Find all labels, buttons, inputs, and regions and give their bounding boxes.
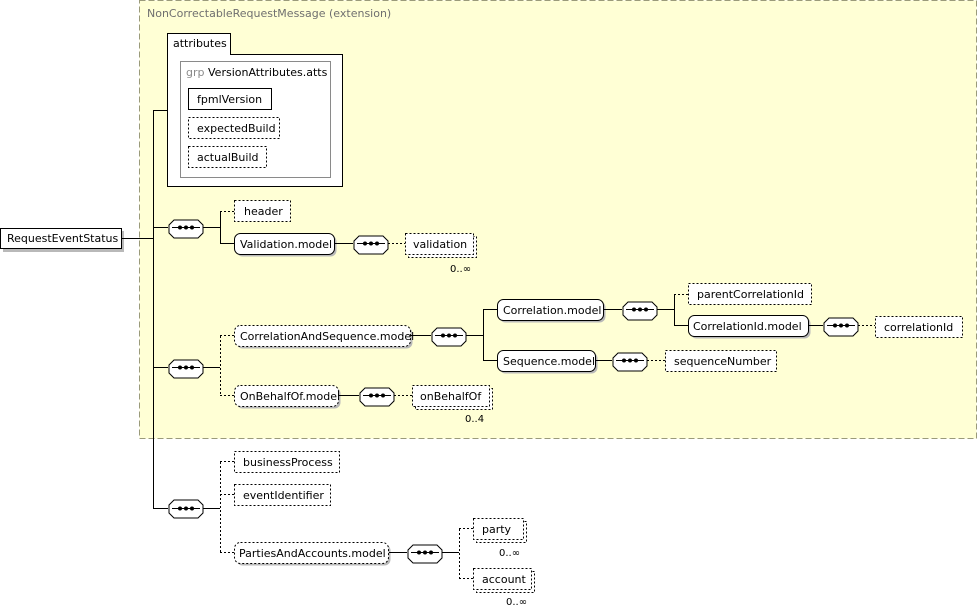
sequence-compositor-partiesandaccounts[interactable] — [407, 544, 443, 564]
attribute-actualbuild-label: actualBuild — [197, 151, 258, 164]
element-account-label: account — [482, 573, 527, 586]
onbehalfof-cardinality: 0..4 — [465, 414, 484, 425]
sequence-compositor-2[interactable] — [168, 359, 204, 379]
attribute-actualbuild[interactable] — [188, 146, 267, 168]
element-eventidentifier-label: eventIdentifier — [243, 489, 324, 502]
sequence-compositor-correlationid[interactable] — [823, 317, 859, 337]
element-correlationid[interactable] — [875, 316, 963, 338]
sequence-compositor-onbehalfof[interactable] — [359, 387, 395, 407]
attribute-group-prefix: grp — [186, 66, 205, 79]
element-sequencenumber-label: sequenceNumber — [674, 355, 772, 368]
attribute-fpmlversion[interactable] — [188, 88, 272, 110]
validation-cardinality: 0..∞ — [450, 264, 471, 275]
root-connectors — [121, 110, 168, 509]
sequence-compositor-validation[interactable] — [353, 235, 389, 255]
group-correlation-model-label: Correlation.model — [503, 304, 601, 317]
group-onbehalfof-model[interactable] — [234, 385, 339, 407]
group-correlationid-model[interactable] — [688, 315, 809, 337]
group-sequence-model[interactable] — [497, 350, 596, 372]
element-correlationid-label: correlationId — [884, 321, 953, 334]
element-account[interactable] — [473, 568, 532, 590]
group-correlationandsequence-model[interactable] — [234, 325, 411, 347]
element-header[interactable] — [234, 200, 291, 222]
attribute-expectedbuild-label: expectedBuild — [197, 122, 276, 135]
root-element-label: RequestEventStatus — [7, 232, 119, 245]
group-validation-model[interactable] — [234, 233, 335, 255]
extension-label: NonCorrectableRequestMessage (extension) — [147, 7, 391, 20]
group-sequence-model-label: Sequence.model — [503, 355, 595, 368]
attribute-group-name: VersionAttributes.atts — [208, 66, 328, 79]
element-party-label: party — [482, 523, 512, 536]
group-correlationid-model-label: CorrelationId.model — [693, 320, 802, 333]
group-partiesandaccounts-model[interactable] — [234, 542, 389, 564]
attribute-fpmlversion-label: fpmlVersion — [197, 93, 262, 106]
element-validation[interactable] — [405, 233, 474, 255]
sequence-compositor-correlation[interactable] — [622, 301, 658, 321]
account-cardinality: 0..∞ — [506, 597, 527, 607]
group-validation-model-label: Validation.model — [240, 238, 332, 251]
element-businessprocess[interactable] — [234, 451, 340, 473]
attribute-expectedbuild[interactable] — [188, 117, 280, 139]
element-header-label: header — [244, 205, 283, 218]
attributes-tab-label: attributes — [173, 37, 227, 50]
party-cardinality: 0..∞ — [499, 548, 520, 559]
element-eventidentifier[interactable] — [234, 484, 331, 506]
element-onbehalfof[interactable] — [412, 385, 490, 407]
element-parentcorrelationid[interactable] — [688, 283, 812, 305]
group-onbehalfof-model-label: OnBehalfOf.model — [240, 390, 340, 403]
element-parentcorrelationid-label: parentCorrelationId — [697, 288, 804, 301]
element-party[interactable] — [473, 518, 524, 540]
element-validation-label: validation — [413, 238, 467, 251]
group-partiesandaccounts-model-label: PartiesAndAccounts.model — [239, 547, 386, 560]
group-correlation-model[interactable] — [497, 299, 604, 321]
sequence-compositor-1[interactable] — [168, 219, 204, 239]
element-onbehalfof-label: onBehalfOf — [420, 390, 482, 403]
group-correlationandsequence-model-label: CorrelationAndSequence.model — [240, 330, 414, 343]
element-sequencenumber[interactable] — [665, 350, 777, 372]
sequence-compositor-sequence[interactable] — [612, 352, 648, 372]
sequence-compositor-correlationandsequence[interactable] — [431, 327, 467, 347]
element-businessprocess-label: businessProcess — [243, 456, 333, 469]
sequence-compositor-3[interactable] — [168, 499, 204, 519]
